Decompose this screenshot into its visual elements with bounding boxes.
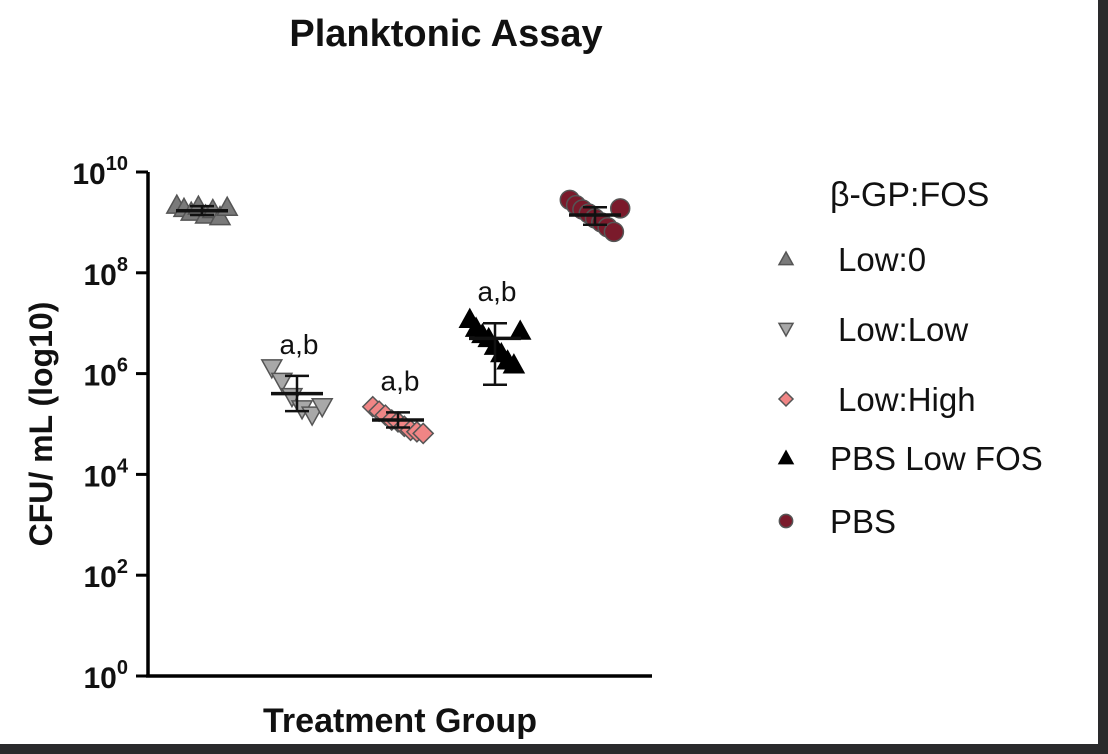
data-point — [502, 353, 526, 374]
legend-label-0: Low:0 — [838, 241, 926, 278]
significance-label: a,b — [280, 329, 319, 360]
chart-title: Planktonic Assay — [289, 13, 602, 55]
y-tick-label-4: 104 — [84, 455, 129, 493]
significance-label: a,b — [381, 365, 420, 396]
legend-label-4: PBS — [830, 503, 896, 540]
window-edge-right — [1098, 0, 1108, 754]
series-4 — [559, 189, 631, 243]
y-tick-label-6: 106 — [84, 355, 129, 393]
data-point — [609, 198, 631, 219]
series-1: a,b — [260, 329, 334, 427]
y-tick-label-10: 1010 — [72, 153, 128, 191]
figure-panel: Planktonic Assay 100 102 104 106 108 1010 a,b… — [0, 0, 1098, 744]
y-tick-label-2: 102 — [84, 556, 129, 594]
window-edge-bottom — [0, 744, 1108, 754]
legend-marker-2 — [777, 390, 795, 408]
y-axis-label: CFU/ mL (log10) — [23, 302, 59, 547]
legend-marker-4 — [778, 513, 794, 529]
data-point — [310, 397, 334, 419]
y-axis-label-text: CFU/ mL (log10) — [23, 302, 59, 547]
legend-marker-1 — [777, 322, 795, 338]
series-3: a,b — [458, 276, 532, 387]
data-point — [260, 359, 284, 380]
data-point — [603, 221, 625, 243]
significance-label: a,b — [478, 276, 517, 307]
legend-label-2: Low:High — [838, 381, 976, 418]
y-tick-label-0: 100 — [84, 657, 129, 695]
legend-marker-0 — [777, 250, 795, 266]
legend-marker-3 — [777, 449, 795, 465]
legend-title: β-GP:FOS — [830, 176, 989, 214]
y-tick-label-8: 108 — [84, 254, 129, 292]
legend-label-1: Low:Low — [838, 311, 968, 348]
axes — [146, 172, 652, 678]
data-point — [508, 319, 532, 340]
series-0 — [165, 193, 239, 226]
x-axis-label: Treatment Group — [263, 702, 537, 740]
legend-label-3: PBS Low FOS — [830, 440, 1043, 477]
data-point — [270, 372, 294, 393]
data-layer: a,b a,b a,b — [165, 189, 631, 445]
y-tick-group: 100 102 104 106 108 1010 — [72, 153, 148, 695]
data-point — [412, 422, 435, 445]
chart-svg: Planktonic Assay 100 102 104 106 108 1010 a,b… — [23, 13, 1043, 740]
series-2: a,b — [361, 365, 435, 445]
